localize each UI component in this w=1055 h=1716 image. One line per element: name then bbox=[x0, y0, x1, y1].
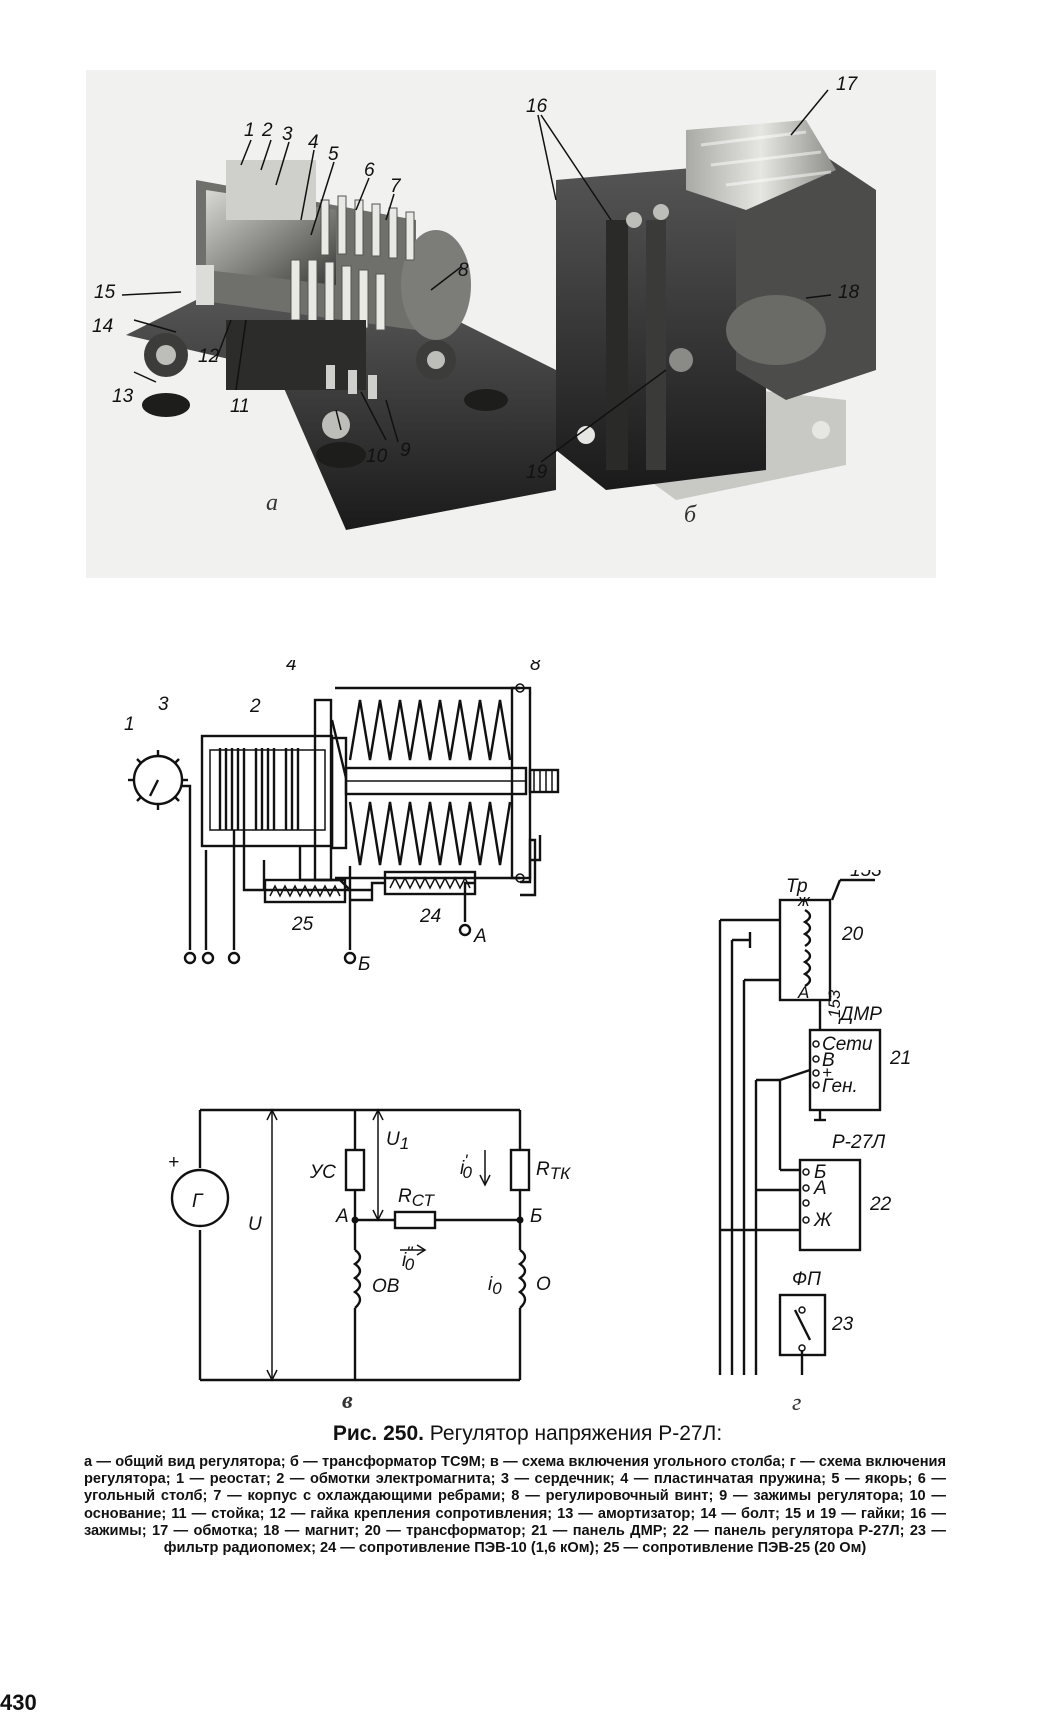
svg-text:2: 2 bbox=[261, 120, 273, 141]
svg-text:16: 16 bbox=[526, 96, 548, 117]
photo-a-leaders bbox=[121, 139, 462, 443]
svg-text:Б: Б bbox=[814, 1162, 826, 1183]
svg-text:7: 7 bbox=[390, 176, 402, 197]
svg-text:8: 8 bbox=[530, 660, 541, 675]
svg-text:1: 1 bbox=[124, 714, 135, 735]
svg-text:5: 5 bbox=[328, 144, 339, 165]
page-number: 430 bbox=[0, 1690, 37, 1715]
svg-text:А: А bbox=[813, 1178, 827, 1199]
figure-caption-title: Рис. 250. Регулятор напряжения Р-27Л: bbox=[0, 1422, 1055, 1446]
circuit-v-labels: Г + U U1 УС RТК i'0 RСТ i''0 А Б ОВ i0 О bbox=[168, 1129, 571, 1298]
svg-text:8: 8 bbox=[458, 260, 469, 281]
svg-text:21: 21 bbox=[889, 1048, 911, 1069]
svg-text:Р-27Л: Р-27Л bbox=[832, 1132, 886, 1153]
panel-label-b: б bbox=[684, 502, 697, 528]
svg-text:7: 7 bbox=[460, 660, 472, 661]
svg-text:24: 24 bbox=[419, 906, 441, 927]
panel-label-v: в bbox=[342, 1388, 353, 1414]
svg-text:4: 4 bbox=[308, 132, 319, 153]
figure-caption-body: а — общий вид регулятора; б — трансформа… bbox=[84, 1454, 946, 1557]
svg-text:20: 20 bbox=[841, 924, 864, 945]
svg-text:Б: Б bbox=[358, 954, 370, 975]
svg-text:153: 153 bbox=[850, 870, 882, 881]
regulator-photo bbox=[126, 160, 556, 530]
svg-text:ОВ: ОВ bbox=[372, 1276, 400, 1297]
svg-text:А: А bbox=[797, 983, 809, 1002]
svg-text:22: 22 bbox=[869, 1194, 892, 1215]
svg-text:Сети: Сети bbox=[822, 1034, 873, 1055]
svg-text:+: + bbox=[168, 1152, 179, 1173]
svg-text:6: 6 bbox=[364, 160, 375, 181]
figure-title: Регулятор напряжения Р-27Л: bbox=[423, 1422, 723, 1445]
svg-text:4: 4 bbox=[286, 660, 297, 675]
svg-text:О: О bbox=[536, 1274, 551, 1295]
svg-text:14: 14 bbox=[92, 316, 113, 337]
svg-text:А: А bbox=[335, 1206, 349, 1227]
svg-text:6: 6 bbox=[410, 660, 421, 661]
svg-text:12: 12 bbox=[198, 346, 220, 367]
wire-153-mid: 153 bbox=[825, 989, 844, 1018]
panel-label-a: а bbox=[266, 490, 278, 516]
transformer-photo bbox=[556, 120, 876, 500]
svg-text:i'0: i'0 bbox=[460, 1151, 472, 1182]
svg-text:Ген.: Ген. bbox=[822, 1076, 858, 1097]
rheostat-symbol bbox=[128, 750, 188, 810]
electromagnet-windings bbox=[218, 748, 300, 830]
svg-text:Б: Б bbox=[530, 1206, 542, 1227]
circuit-diagram-g: Тр 153 20 ж А ДМР Сети В + Ген. 21 Р-27Л… bbox=[718, 870, 911, 1375]
circuit-diagram-v: Г + U U1 УС RТК i'0 RСТ i''0 А Б ОВ i0 О bbox=[168, 1108, 571, 1382]
svg-text:А: А bbox=[473, 926, 487, 947]
svg-text:23: 23 bbox=[831, 1314, 854, 1335]
svg-text:ДМР: ДМР bbox=[838, 1004, 882, 1025]
svg-text:10: 10 bbox=[366, 446, 388, 467]
svg-text:11: 11 bbox=[230, 396, 250, 417]
svg-text:+: + bbox=[822, 1063, 832, 1082]
svg-text:ж: ж bbox=[797, 891, 811, 910]
coil-o bbox=[517, 1249, 527, 1309]
panel-label-g: г bbox=[792, 1390, 802, 1416]
svg-text:RТК: RТК bbox=[536, 1159, 571, 1183]
svg-text:U: U bbox=[248, 1214, 262, 1235]
circuit-g-labels: Тр 153 20 ж А ДМР Сети В + Ген. 21 Р-27Л… bbox=[786, 870, 911, 1335]
voltage-arrows bbox=[266, 1108, 491, 1382]
svg-text:15: 15 bbox=[94, 282, 116, 303]
svg-text:В: В bbox=[822, 1050, 835, 1071]
svg-text:ФП: ФП bbox=[792, 1269, 821, 1290]
svg-text:13: 13 bbox=[112, 386, 134, 407]
construction-drawing: 1 2 3 4 5 6 7 8 25 24 Б А bbox=[124, 660, 560, 975]
svg-text:Г: Г bbox=[192, 1191, 204, 1212]
figure-number: Рис. 250. bbox=[332, 1422, 424, 1445]
construction-labels: 1 2 3 4 5 6 7 8 25 24 Б А bbox=[124, 660, 541, 975]
svg-text:9: 9 bbox=[400, 440, 411, 461]
svg-text:RСТ: RСТ bbox=[398, 1186, 435, 1210]
svg-text:1: 1 bbox=[244, 120, 255, 141]
svg-text:3: 3 bbox=[282, 124, 293, 145]
svg-text:3: 3 bbox=[158, 694, 169, 715]
svg-text:Тр: Тр bbox=[786, 876, 808, 897]
svg-text:25: 25 bbox=[291, 914, 314, 935]
svg-text:i0: i0 bbox=[488, 1274, 502, 1298]
coil-ov bbox=[352, 1249, 362, 1309]
svg-text:Ж: Ж bbox=[813, 1210, 833, 1231]
svg-text:U1: U1 bbox=[386, 1129, 409, 1153]
svg-text:5: 5 bbox=[352, 660, 363, 661]
svg-text:18: 18 bbox=[838, 282, 860, 303]
svg-text:i''0: i''0 bbox=[402, 1243, 415, 1274]
svg-text:19: 19 bbox=[526, 462, 548, 483]
photo-b-leaders bbox=[537, 89, 832, 463]
svg-text:17: 17 bbox=[836, 74, 859, 95]
svg-text:2: 2 bbox=[249, 696, 261, 717]
svg-text:УС: УС bbox=[309, 1162, 336, 1183]
